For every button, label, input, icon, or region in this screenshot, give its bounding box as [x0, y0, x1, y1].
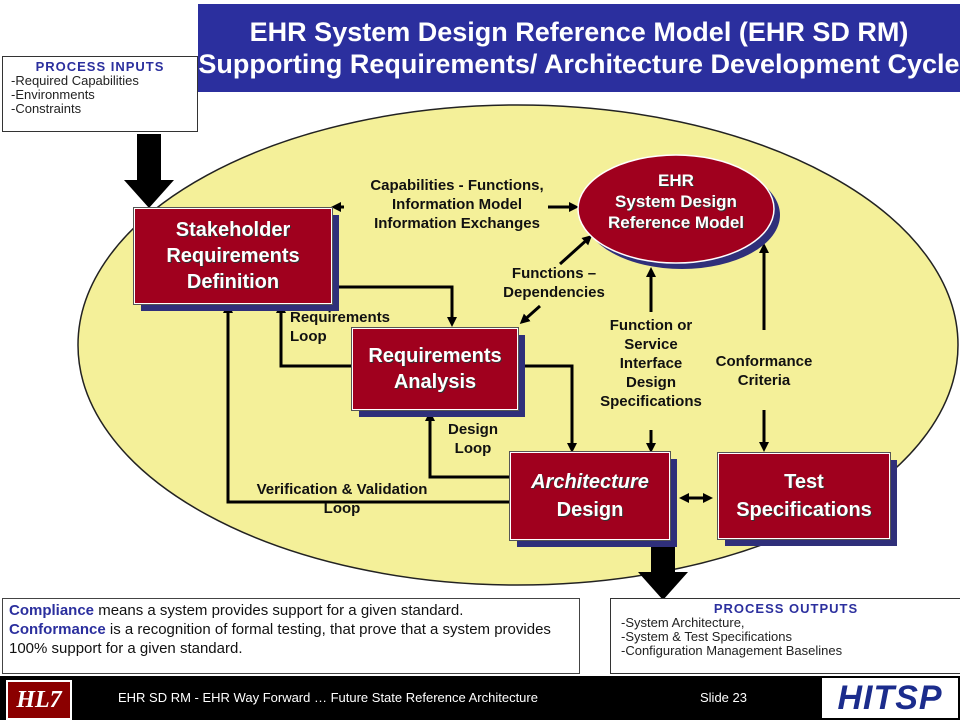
architecture-design-node: Architecture Design: [509, 451, 671, 541]
node-label: Requirements: [368, 345, 502, 367]
process-input-item: -Required Capabilities: [11, 73, 139, 88]
label-line: Information Exchanges: [374, 215, 540, 232]
ehr-model-node: EHR System Design Reference Model: [582, 170, 770, 233]
label-line: Dependencies: [503, 284, 605, 301]
process-output-item: -Configuration Management Baselines: [621, 643, 843, 658]
node-label: Analysis: [393, 371, 477, 393]
compliance-term: Compliance: [9, 602, 95, 619]
node-label: Reference Model: [607, 213, 745, 232]
node-label: Specifications: [736, 499, 872, 521]
arrow-functions-ehr: [558, 234, 593, 266]
arrow-vv-loop: [223, 303, 512, 504]
arrow-functions-reqanalysis: [519, 304, 541, 324]
node-label: Definition: [186, 271, 280, 293]
footer-text: EHR SD RM - EHR Way Forward … Future Sta…: [118, 690, 538, 705]
label-line: Loop: [323, 500, 361, 517]
label-line: Conformance: [715, 353, 813, 370]
label-line: Information Model: [392, 196, 522, 213]
title-line-1: EHR System Design Reference Model (EHR S…: [249, 17, 909, 47]
ehr-model-ellipse: [577, 154, 775, 264]
label-line: Criteria: [737, 372, 791, 389]
node-label: Architecture: [531, 471, 649, 493]
label-line: Requirements: [290, 309, 391, 326]
node-label: Stakeholder: [175, 219, 291, 241]
process-inputs-heading: PROCESS INPUTS: [35, 59, 165, 74]
node-label: Requirements: [166, 245, 300, 267]
process-input-item: -Constraints: [11, 101, 82, 116]
arrow-stakeholder-reqanalysis: [332, 285, 457, 327]
label-line: Loop: [454, 440, 492, 457]
process-input-item: -Environments: [11, 87, 95, 102]
requirements-analysis-node: Requirements Analysis: [351, 327, 519, 411]
slide-number: Slide 23: [700, 690, 747, 705]
process-output-item: -System Architecture,: [621, 615, 745, 630]
title-band: EHR System Design Reference Model (EHR S…: [198, 4, 960, 92]
label-line: Specifications: [600, 393, 702, 410]
hitsp-logo: HITSP: [822, 678, 958, 718]
label-line: Functions –: [511, 265, 597, 282]
label-line: Design: [447, 421, 498, 438]
conformance-criteria-label: Conformance Criteria: [694, 352, 834, 390]
label-line: Interface: [619, 355, 683, 372]
node-label: System Design: [615, 192, 737, 211]
process-outputs-box: PROCESS OUTPUTS -System Architecture, -S…: [610, 598, 960, 674]
process-outputs-heading: PROCESS OUTPUTS: [713, 601, 859, 616]
compliance-definition-box: Compliance means a system provides suppo…: [2, 598, 580, 674]
arrow-reqanalysis-arch: [516, 364, 577, 453]
footer-bar: HL7 EHR SD RM - EHR Way Forward … Future…: [0, 676, 960, 720]
hl7-logo: HL7: [6, 680, 72, 720]
conformance-definition: Conformance is a recognition of formal t…: [9, 620, 573, 658]
arrow-design-loop: [425, 411, 512, 479]
functions-dependencies-label: Functions – Dependencies: [474, 264, 634, 302]
arrow-requirements-loop: [276, 303, 356, 368]
verification-validation-loop-label: Verification & Validation Loop: [226, 480, 458, 518]
label-line: Design: [625, 374, 676, 391]
label-line: Capabilities - Functions,: [370, 177, 544, 194]
node-label: Design: [556, 499, 624, 521]
label-line: Function or: [609, 317, 693, 334]
input-arrow: [124, 134, 174, 208]
process-output-item: -System & Test Specifications: [621, 629, 792, 644]
test-specifications-node: Test Specifications: [717, 452, 891, 540]
output-arrow: [638, 544, 688, 600]
node-label: EHR: [658, 171, 694, 190]
compliance-definition: Compliance means a system provides suppo…: [9, 601, 573, 620]
node-label: Test: [784, 471, 824, 493]
conformance-text: is a recognition of formal testing, that…: [9, 621, 551, 657]
capabilities-label: Capabilities - Functions, Information Mo…: [340, 176, 574, 233]
label-line: Verification & Validation: [256, 481, 428, 498]
compliance-text: means a system provides support for a gi…: [94, 602, 464, 619]
function-service-spec-label: Function or Service Interface Design Spe…: [578, 316, 724, 411]
label-line: Service: [624, 336, 678, 353]
requirements-loop-label: Requirements Loop: [290, 308, 430, 346]
stakeholder-requirements-node: Stakeholder Requirements Definition: [133, 207, 333, 305]
label-line: Loop: [290, 328, 327, 345]
design-loop-label: Design Loop: [428, 420, 518, 458]
process-inputs-box: PROCESS INPUTS -Required Capabilities -E…: [2, 56, 198, 132]
conformance-term: Conformance: [9, 621, 106, 638]
title-line-2: Supporting Requirements/ Architecture De…: [198, 49, 960, 79]
